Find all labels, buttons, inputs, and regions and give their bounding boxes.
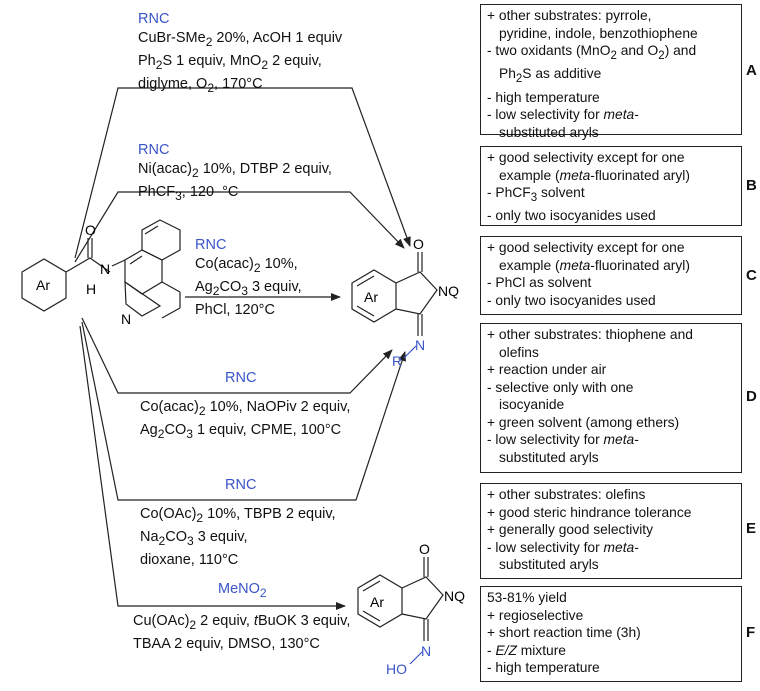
note-line: + good selectivity except for one bbox=[487, 240, 685, 255]
route-c-cond-line: PhCl, 120°C bbox=[195, 301, 275, 318]
note-line: - low selectivity for meta- bbox=[487, 432, 639, 447]
product-o: O bbox=[413, 236, 424, 252]
product-f-nq: NQ bbox=[444, 588, 465, 604]
reactant-n: N bbox=[100, 261, 110, 277]
route-e-cond-line: Na2CO3 3 equiv, bbox=[140, 528, 248, 548]
note-line: 53-81% yield bbox=[487, 590, 567, 605]
reactant-o: O bbox=[85, 222, 96, 238]
note-line: substituted aryls bbox=[499, 557, 599, 572]
note-line: - only two isocyanides used bbox=[487, 208, 656, 224]
note-line: - only two isocyanides used bbox=[487, 292, 656, 308]
route-d-label: D bbox=[746, 388, 757, 405]
route-b-cond-line: Ni(acac)2 10%, DTBP 2 equiv, bbox=[138, 161, 332, 180]
reactant-ar: Ar bbox=[36, 277, 50, 293]
reactant-h: H bbox=[86, 281, 96, 297]
route-e-cond-line: dioxane, 110°C bbox=[140, 551, 239, 568]
note-line: substituted aryls bbox=[499, 449, 599, 465]
route-c-label: C bbox=[746, 267, 757, 284]
note-line: + regioselective bbox=[487, 607, 584, 623]
note-line: + other substrates: pyrrole, bbox=[487, 8, 652, 23]
product-n: N bbox=[415, 337, 425, 353]
note-line: Ph2S as additive bbox=[499, 66, 602, 85]
product-nq: NQ bbox=[438, 283, 459, 299]
reactant-structure bbox=[21, 219, 181, 319]
note-line: - two oxidants (MnO2 and O2) and bbox=[487, 43, 697, 62]
route-b-cond-line: PhCF3, 120 °C bbox=[138, 183, 239, 203]
route-d-conditions: Co(acac)2 10%, NaOPiv 2 equiv, Ag2CO3 1 … bbox=[140, 398, 350, 444]
note-line: + other substrates: thiophene and bbox=[487, 327, 693, 342]
note-line: - PhCl as solvent bbox=[487, 275, 592, 290]
route-e-reagent: RNC bbox=[225, 477, 257, 493]
product-structure bbox=[351, 252, 438, 336]
note-line: + short reaction time (3h) bbox=[487, 625, 641, 640]
route-a-conditions: RNC CuBr-SMe2 20%, AcOH 1 equiv Ph2S 1 e… bbox=[138, 10, 342, 98]
arrow-d bbox=[81, 317, 393, 394]
product-r: R bbox=[392, 353, 402, 369]
arrow-b bbox=[74, 191, 405, 263]
route-f-conditions: Cu(OAc)2 2 equiv, tBuOK 3 equiv, TBAA 2 … bbox=[133, 612, 350, 654]
route-c-cond-line: Ag2CO3 3 equiv, bbox=[195, 278, 302, 298]
note-line: + generally good selectivity bbox=[487, 522, 654, 537]
note-line: pyridine, indole, benzothiophene bbox=[499, 25, 698, 41]
note-line: + reaction under air bbox=[487, 362, 607, 377]
arrow-f bbox=[79, 325, 346, 610]
route-f-notes-box: 53-81% yield + regioselective + short reac… bbox=[480, 586, 742, 682]
note-line: isocyanide bbox=[499, 397, 565, 412]
route-c-conditions: RNC Co(acac)2 10%, Ag2CO3 3 equiv, PhCl,… bbox=[195, 236, 302, 320]
product-f-ar: Ar bbox=[370, 594, 384, 610]
product-f-structure bbox=[357, 557, 444, 641]
route-a-cond-line: Ph2S 1 equiv, MnO2 2 equiv, bbox=[138, 52, 322, 72]
route-e-cond-line: Co(OAc)2 10%, TBPB 2 equiv, bbox=[140, 506, 336, 525]
note-line: substituted aryls bbox=[499, 124, 599, 140]
reaction-arrows bbox=[74, 87, 411, 610]
route-b-reagent: RNC bbox=[138, 142, 170, 158]
note-line: example (meta-fluorinated aryl) bbox=[499, 257, 690, 273]
arrow-e bbox=[81, 321, 406, 501]
route-e-conditions: Co(OAc)2 10%, TBPB 2 equiv, Na2CO3 3 equ… bbox=[140, 505, 336, 570]
route-f-cond-line: TBAA 2 equiv, DMSO, 130°C bbox=[133, 635, 320, 652]
note-line: - E/Z mixture bbox=[487, 642, 566, 658]
note-line: - PhCF3 solvent bbox=[487, 185, 585, 204]
note-line: + good steric hindrance tolerance bbox=[487, 504, 692, 520]
route-f-label: F bbox=[746, 624, 756, 641]
note-line: example (meta-fluorinated aryl) bbox=[499, 167, 690, 183]
route-a-reagent: RNC bbox=[138, 11, 170, 27]
note-line: - selective only with one bbox=[487, 379, 634, 395]
note-line: - high temperature bbox=[487, 89, 600, 105]
route-d-notes-box: + other substrates: thiophene and olefins… bbox=[480, 323, 742, 473]
route-d-cond-line: Ag2CO3 1 equiv, CPME, 100°C bbox=[140, 421, 342, 441]
product-ar: Ar bbox=[364, 289, 378, 305]
product-f-o: O bbox=[419, 541, 430, 557]
route-f-cond-line: Cu(OAc)2 2 equiv, tBuOK 3 equiv, bbox=[133, 613, 351, 632]
route-b-notes-box: + good selectivity except for one example… bbox=[480, 146, 742, 226]
route-b-label: B bbox=[746, 177, 757, 194]
note-line: + green solvent (among ethers) bbox=[487, 414, 680, 430]
route-e-label: E bbox=[746, 520, 757, 537]
note-line: + good selectivity except for one bbox=[487, 150, 685, 165]
arrow-a bbox=[74, 87, 411, 259]
reactant-quin-n: N bbox=[121, 311, 131, 327]
route-c-reagent: RNC bbox=[195, 237, 227, 253]
route-b-conditions: RNC Ni(acac)2 10%, DTBP 2 equiv, PhCF3, … bbox=[138, 141, 332, 206]
product-f-n: N bbox=[421, 643, 431, 659]
note-line: + other substrates: olefins bbox=[487, 487, 646, 502]
note-line: - high temperature bbox=[487, 660, 600, 675]
note-line: - low selectivity for meta- bbox=[487, 107, 639, 122]
product-f-ho: HO bbox=[386, 661, 407, 677]
route-a-label: A bbox=[746, 62, 757, 79]
route-d-reagent: RNC bbox=[225, 370, 257, 386]
route-d-cond-line: Co(acac)2 10%, NaOPiv 2 equiv, bbox=[140, 399, 351, 418]
route-c-notes-box: + good selectivity except for one example… bbox=[480, 236, 742, 315]
route-f-reagent: MeNO2 bbox=[218, 581, 267, 600]
route-a-cond-line: diglyme, O2, 170°C bbox=[138, 75, 263, 95]
route-a-notes-box: + other substrates: pyrrole, pyridine, in… bbox=[480, 4, 742, 140]
route-c-cond-line: Co(acac)2 10%, bbox=[195, 256, 298, 275]
note-line: olefins bbox=[499, 344, 539, 360]
route-e-notes-box: + other substrates: olefins + good steric… bbox=[480, 483, 742, 579]
note-line: - low selectivity for meta- bbox=[487, 539, 639, 555]
route-a-cond-line: CuBr-SMe2 20%, AcOH 1 equiv bbox=[138, 30, 343, 49]
